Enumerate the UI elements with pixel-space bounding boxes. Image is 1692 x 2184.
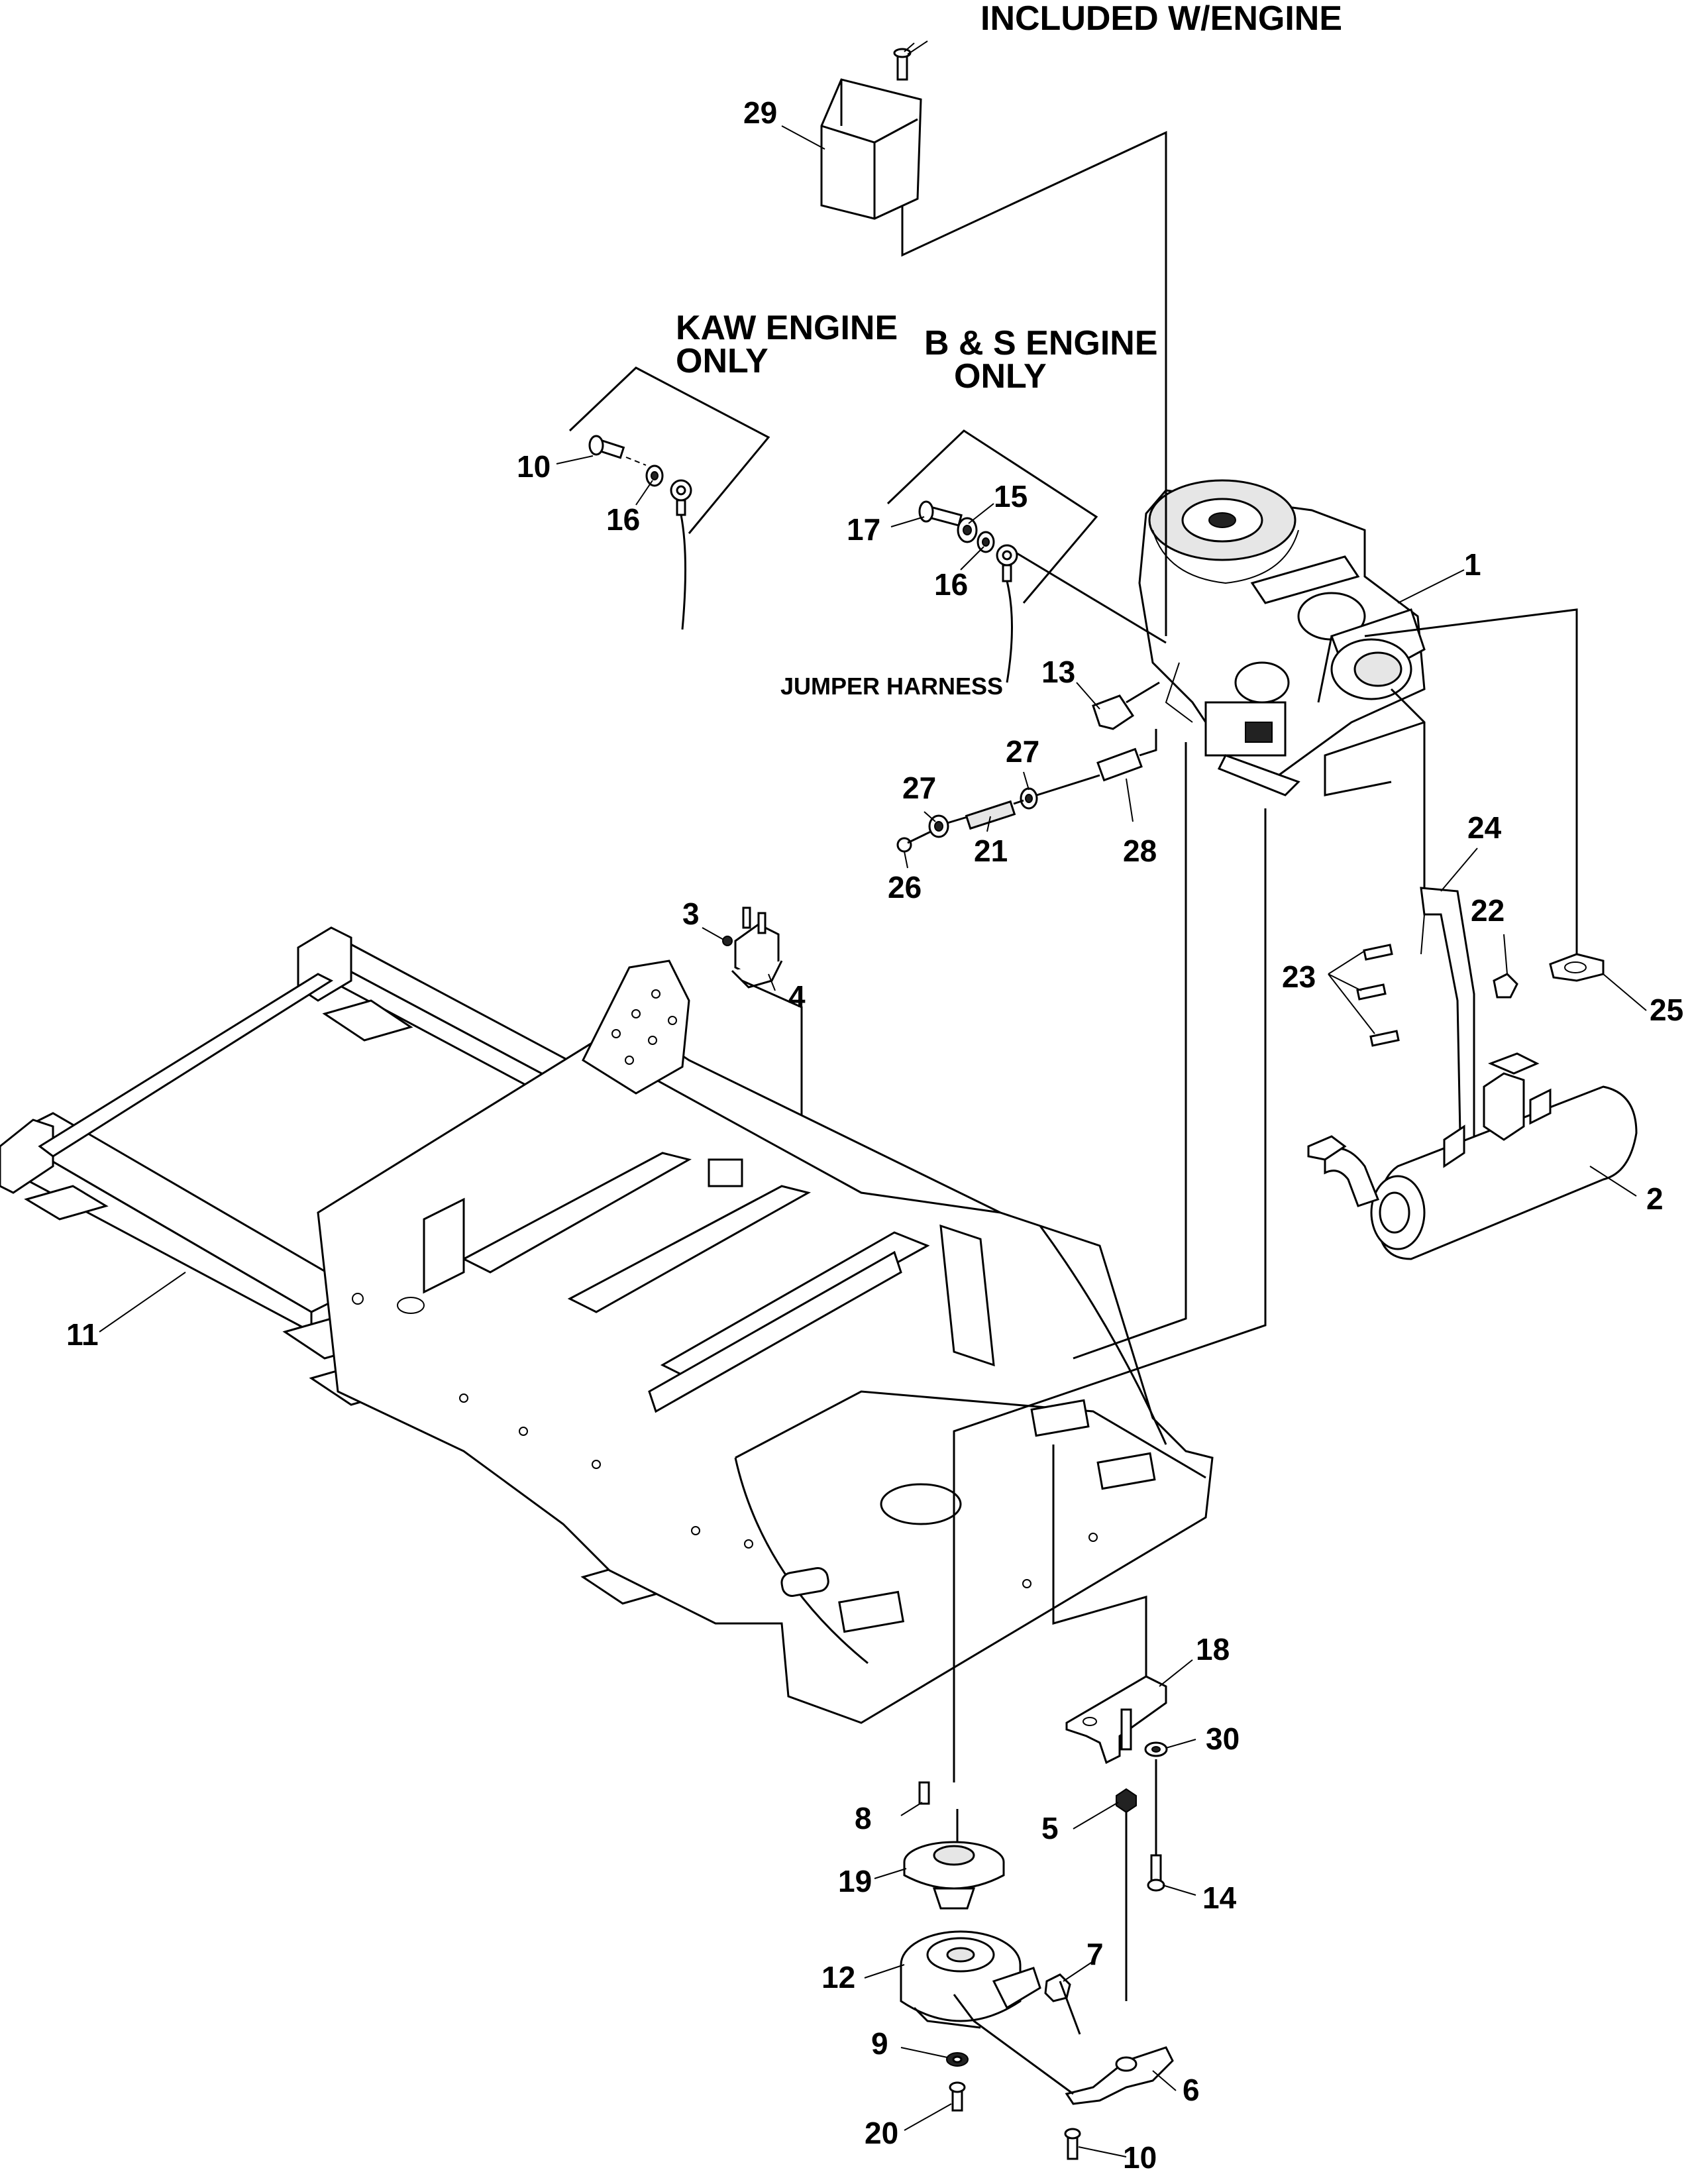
note-bs-engine-line1: B & S ENGINE	[924, 324, 1158, 362]
callout-1: 1	[1464, 547, 1481, 582]
callout-23: 23	[1282, 959, 1316, 994]
callout-30: 30	[1206, 1721, 1240, 1756]
callout-labels: 29 10 16 17 15 16 1 13 27 27 26 21 28 3 …	[66, 95, 1683, 2175]
callout-12: 12	[821, 1960, 855, 1994]
fuel-line-parts	[896, 681, 1160, 853]
callout-4: 4	[788, 979, 806, 1014]
callout-26: 26	[888, 870, 922, 904]
note-jumper-harness: JUMPER HARNESS	[780, 673, 1003, 700]
callout-16-bs: 16	[934, 567, 968, 602]
callout-11: 11	[66, 1317, 99, 1352]
part-29-engine-cover	[820, 48, 922, 220]
callout-27-right: 27	[1006, 734, 1039, 769]
bs-engine-only-group	[886, 429, 1167, 683]
diagram-notes: INCLUDED W/ENGINE KAW ENGINE ONLY B & S …	[676, 0, 1342, 700]
muffler-assembly	[1307, 887, 1638, 1260]
callout-29: 29	[743, 95, 777, 130]
callout-14: 14	[1202, 1881, 1237, 1915]
note-kaw-engine-line2: ONLY	[676, 342, 768, 380]
callout-27-left: 27	[902, 771, 936, 805]
part-1-engine	[1138, 479, 1426, 796]
note-kaw-engine-line1: KAW ENGINE	[676, 309, 898, 347]
callout-15: 15	[994, 479, 1028, 514]
callout-25: 25	[1650, 993, 1683, 1027]
callout-18: 18	[1196, 1632, 1230, 1666]
callout-24: 24	[1467, 810, 1502, 845]
leader-lines	[99, 40, 1647, 2157]
callout-8: 8	[855, 1801, 872, 1835]
callout-5: 5	[1041, 1811, 1059, 1845]
clutch-parts	[900, 1781, 1174, 2160]
clutch-bracket-parts	[1065, 1675, 1168, 2001]
connector-lines	[901, 131, 1578, 2035]
callout-22: 22	[1471, 893, 1505, 928]
callout-6: 6	[1183, 2073, 1200, 2107]
callout-7: 7	[1086, 1937, 1104, 1971]
part-11-frame	[0, 926, 1214, 1724]
note-included-with-engine: INCLUDED W/ENGINE	[980, 0, 1342, 38]
kaw-engine-only-group	[568, 366, 770, 630]
callout-28: 28	[1123, 834, 1157, 868]
callout-13: 13	[1041, 655, 1075, 689]
callout-16-kaw: 16	[606, 502, 640, 537]
callout-17: 17	[847, 512, 880, 547]
callout-9: 9	[871, 2026, 888, 2061]
callout-20: 20	[865, 2116, 898, 2150]
callout-21: 21	[974, 834, 1008, 868]
callout-2: 2	[1646, 1181, 1664, 1216]
callout-10-bottom: 10	[1123, 2140, 1157, 2175]
callout-19: 19	[838, 1864, 872, 1898]
callout-3: 3	[682, 897, 700, 931]
callout-10-kaw: 10	[517, 449, 551, 484]
note-bs-engine-line2: ONLY	[954, 357, 1047, 396]
